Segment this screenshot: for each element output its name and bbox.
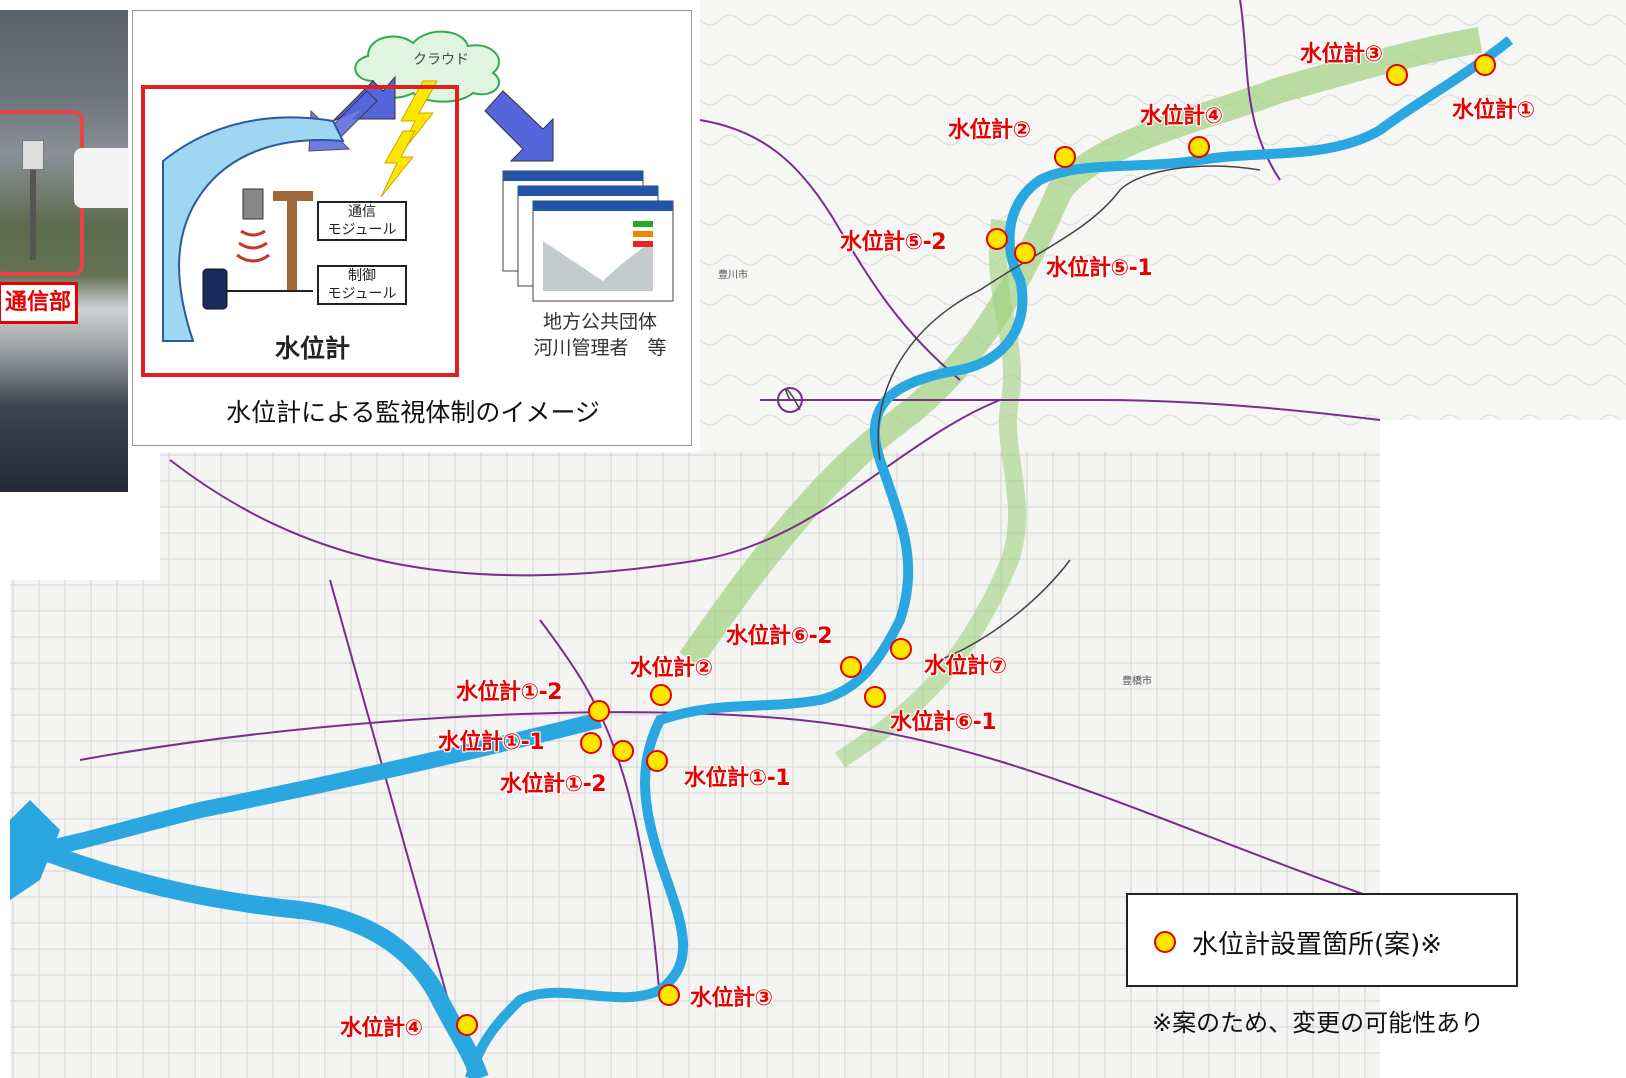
river-lower-loop [36, 841, 489, 1078]
gauge-marker[interactable] [612, 740, 634, 762]
river-main [465, 36, 1514, 1078]
diagram-graphic [162, 30, 674, 342]
gauge-label: 水位計⑤-2 [840, 230, 947, 255]
gauge-marker[interactable] [1188, 136, 1210, 158]
river-branch [38, 712, 602, 858]
gauge-marker[interactable] [650, 684, 672, 706]
legend-marker-icon [1154, 931, 1176, 953]
gauge-label: 水位計② [948, 118, 1031, 143]
photo-sensor-box [22, 140, 44, 170]
org-line-2: 河川管理者 等 [533, 337, 667, 359]
gauge-marker[interactable] [1386, 64, 1408, 86]
post-t [273, 191, 313, 201]
legend-text: 水位計設置箇所(案)※ [1192, 930, 1443, 960]
photo-highlight-frame [0, 110, 84, 276]
cloud-label: クラウド [413, 52, 469, 68]
gauge-marker[interactable] [1014, 242, 1036, 264]
photo-van [74, 148, 128, 208]
gauge-marker[interactable] [658, 984, 680, 1006]
gauge-label: 水位計④ [340, 1016, 423, 1041]
green-band-2 [835, 218, 1026, 768]
photo-tag-label: 通信部 [0, 282, 78, 324]
org-line-1: 地方公共団体 [542, 311, 657, 333]
gauge-label: 水位計⑦ [924, 654, 1007, 679]
roads [785, 165, 1261, 661]
gauge-label: 水位計② [630, 656, 713, 681]
gauge-marker[interactable] [986, 228, 1008, 250]
comm-module-label: 通信 モジュール [317, 201, 407, 241]
green-band [679, 27, 1483, 668]
org-label: 地方公共団体 河川管理者 等 [525, 309, 675, 361]
sensor-photo: 通信部 [0, 10, 128, 492]
wave-icon [236, 229, 270, 263]
gauge-marker[interactable] [840, 656, 862, 678]
gauge-label: 水位計⑥-1 [890, 710, 997, 735]
gauge-label: 水位計⑥-2 [726, 624, 833, 649]
ctrl-module-label: 制御 モジュール [317, 265, 407, 305]
gauge-marker[interactable] [646, 750, 668, 772]
gauge-label: 水位計③ [690, 986, 773, 1011]
gauge-label: 水位計①-2 [456, 680, 563, 705]
footnote: ※案のため、変更の可能性あり [1152, 1009, 1485, 1037]
post-t-stem [287, 201, 297, 291]
photo-post [30, 160, 36, 260]
estuary [10, 800, 60, 900]
arrow-icon-right-down [484, 90, 554, 162]
interchange [777, 387, 803, 413]
map-legend: 水位計設置箇所(案)※ [1126, 893, 1518, 987]
gauge-label: 水位計③ [1300, 42, 1383, 67]
monitoring-diagram: クラウド 通信 モジュール 制御 モジュール 水位計 地方公共団体 河川管理者 … [132, 10, 692, 446]
battery-icon [202, 268, 228, 310]
gauge-label: 水位計⑤-1 [1046, 256, 1153, 281]
bank-shape [162, 116, 345, 342]
gauge-label: 水位計①-2 [500, 772, 607, 797]
lightning-icon-2 [380, 130, 416, 198]
diagram-caption: 水位計による監視体制のイメージ [226, 398, 600, 427]
gauge-marker[interactable] [890, 638, 912, 660]
gauge-marker[interactable] [864, 686, 886, 708]
gauge-marker[interactable] [456, 1014, 478, 1036]
city-label: 豊川市 [718, 270, 748, 281]
gauge-label: 水位計④ [1140, 104, 1223, 129]
gauge-label: 水位計①-1 [684, 766, 791, 791]
gauge-label: 水位計①-1 [438, 730, 545, 755]
gauge-label: 水位計① [1452, 98, 1535, 123]
gauge-marker[interactable] [1474, 54, 1496, 76]
device-label: 水位計 [275, 334, 351, 363]
device-frame [141, 85, 459, 377]
gauge-marker[interactable] [588, 700, 610, 722]
gauge-marker[interactable] [580, 732, 602, 754]
sensor-body [242, 188, 264, 220]
city-label: 豊橋市 [1122, 676, 1152, 687]
gauge-marker[interactable] [1054, 146, 1076, 168]
